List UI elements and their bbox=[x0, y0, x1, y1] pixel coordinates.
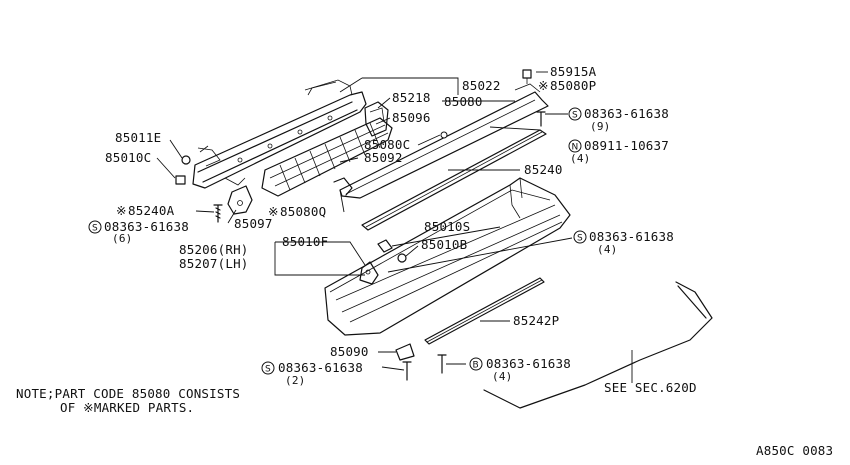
symbol-s: S bbox=[265, 365, 271, 375]
clip-85915A bbox=[522, 69, 532, 84]
label-85080: 85080 bbox=[444, 94, 483, 109]
label-85010B: 85010B bbox=[421, 237, 467, 252]
label-85240: 85240 bbox=[524, 162, 563, 177]
bumper-face bbox=[324, 177, 571, 336]
label-08363-61638-9: 08363-61638 bbox=[584, 106, 669, 121]
screw-08363-9 bbox=[536, 111, 546, 127]
label-qty-4-a: (4) bbox=[597, 243, 617, 256]
bracket-85090 bbox=[395, 343, 415, 361]
label-85096: 85096 bbox=[392, 110, 431, 125]
clip-85010S bbox=[377, 239, 393, 253]
label-85080C: 85080C bbox=[364, 137, 410, 152]
circled-symbols: S N S S S B bbox=[88, 107, 587, 375]
note-line-1: NOTE;PART CODE 85080 CONSISTS bbox=[16, 386, 240, 401]
reinforcement-85022 bbox=[192, 79, 367, 189]
clip-85010B bbox=[397, 253, 407, 263]
screw-08363-2 bbox=[402, 361, 412, 381]
screw-08363-4b bbox=[437, 354, 447, 374]
label-85207-lh: 85207(LH) bbox=[179, 256, 249, 271]
leader-lines bbox=[156, 71, 633, 383]
rear-panel-620D bbox=[483, 281, 713, 409]
label-85242P: 85242P bbox=[513, 313, 559, 328]
bolt-85240A bbox=[213, 204, 223, 223]
symbol-b: B bbox=[473, 361, 479, 371]
label-85915A: 85915A bbox=[550, 64, 597, 79]
bracket-85218 bbox=[364, 101, 389, 137]
clip-85010C bbox=[175, 175, 186, 185]
symbol-s: S bbox=[572, 111, 578, 121]
bracket-85097 bbox=[227, 185, 253, 215]
label-85010S: 85010S bbox=[424, 219, 470, 234]
strip-85080 bbox=[339, 83, 549, 199]
absorber-85092 bbox=[261, 117, 393, 197]
symbol-s: S bbox=[577, 234, 583, 244]
label-qty-4-b: (4) bbox=[492, 370, 512, 383]
label-85090: 85090 bbox=[330, 344, 369, 359]
label-08363-61638-2: 08363-61638 bbox=[278, 360, 363, 375]
label-see-section: SEE SEC.620D bbox=[604, 380, 697, 395]
symbol-s: S bbox=[92, 224, 98, 234]
label-85206-rh: 85206(RH) bbox=[179, 242, 249, 257]
label-qty-9: (9) bbox=[590, 120, 610, 133]
note-line-2: OF ※MARKED PARTS. bbox=[60, 400, 194, 415]
clip-85011E bbox=[181, 155, 191, 165]
label-85218: 85218 bbox=[392, 90, 431, 105]
label-85080P: 85080P bbox=[550, 78, 596, 93]
label-08363-61638-6: 08363-61638 bbox=[104, 219, 189, 234]
symbol-n: N bbox=[572, 143, 579, 153]
label-85092: 85092 bbox=[364, 150, 403, 165]
mark-85080Q: ※ bbox=[268, 204, 279, 219]
label-08363-61638-4b: 08363-61638 bbox=[486, 356, 571, 371]
label-qty-4-n: (4) bbox=[570, 152, 590, 165]
label-85080Q: 85080Q bbox=[280, 204, 326, 219]
mark-85080P: ※ bbox=[538, 78, 549, 93]
figure-reference: A850C 0083 bbox=[756, 443, 833, 458]
label-qty-2: (2) bbox=[285, 374, 305, 387]
label-qty-6: (6) bbox=[112, 232, 132, 245]
label-08363-61638-4a: 08363-61638 bbox=[589, 229, 674, 244]
label-85022: 85022 bbox=[462, 78, 501, 93]
mark-85240A: ※ bbox=[116, 203, 127, 218]
label-85010F: 85010F bbox=[282, 234, 328, 249]
molding-85242P bbox=[424, 277, 545, 345]
label-85097: 85097 bbox=[234, 216, 273, 231]
bracket-85206-85207 bbox=[359, 261, 379, 285]
strip-85240 bbox=[361, 129, 547, 231]
label-85011E: 85011E bbox=[115, 130, 161, 145]
part-labels: 85022 85218 85080 85096 85080C 85092 850… bbox=[104, 64, 697, 395]
label-08911-10637: 08911-10637 bbox=[584, 138, 669, 153]
bracket-85080Q bbox=[333, 177, 353, 196]
mark-symbols: ※ ※ ※ bbox=[116, 78, 549, 219]
label-85010C: 85010C bbox=[105, 150, 151, 165]
label-85240A: 85240A bbox=[128, 203, 175, 218]
